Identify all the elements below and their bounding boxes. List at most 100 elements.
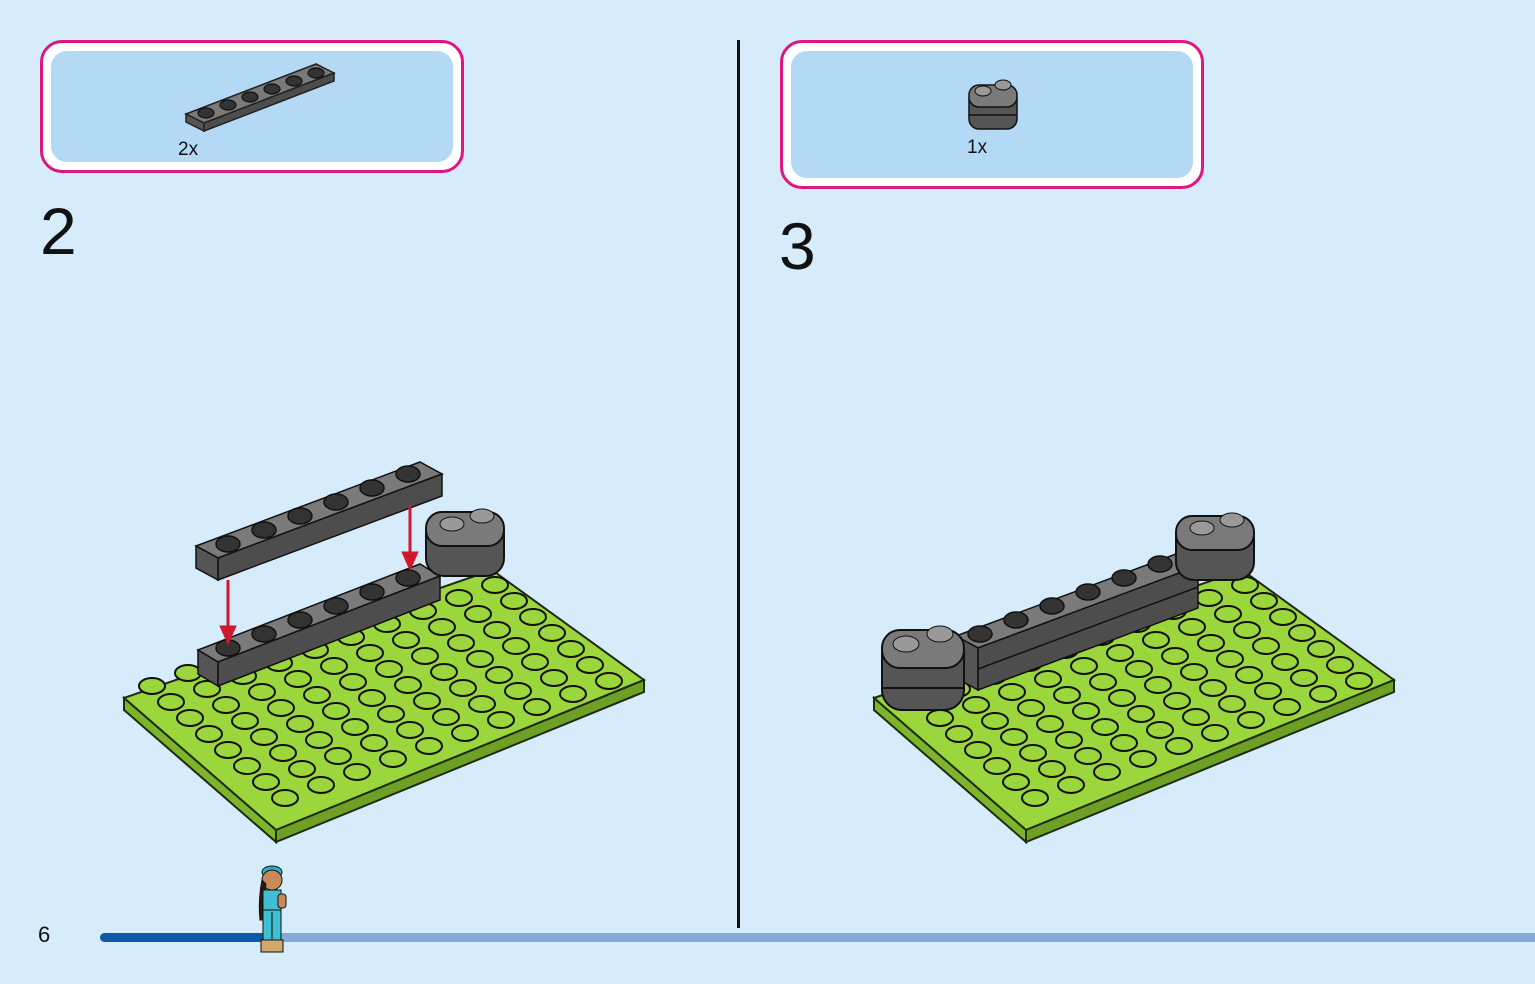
baseplate-stud: [595, 672, 623, 690]
baseplate-stud: [430, 663, 458, 681]
baseplate-stud: [481, 576, 509, 594]
bracket-piece-left: [881, 625, 965, 711]
baseplate-stud: [1072, 702, 1100, 720]
baseplate-stud: [305, 731, 333, 749]
baseplate-stud: [1108, 689, 1136, 707]
baseplate-stud: [445, 589, 473, 607]
baseplate-stud: [1057, 776, 1085, 794]
minifigure-character-icon: [258, 865, 287, 953]
baseplate-stud: [322, 702, 350, 720]
baseplate-stud: [1110, 734, 1138, 752]
baseplate-stud: [248, 683, 276, 701]
baseplate-stud: [1017, 699, 1045, 717]
baseplate-stud: [1250, 592, 1278, 610]
baseplate-stud: [487, 711, 515, 729]
baseplate-stud: [519, 608, 547, 626]
baseplate-stud: [174, 664, 202, 682]
floating-plate: [194, 461, 444, 582]
parts-callout-inner: 1x: [791, 51, 1193, 178]
baseplate-stud: [288, 760, 316, 778]
baseplate-stud: [1201, 724, 1229, 742]
baseplate-stud: [447, 634, 475, 652]
baseplate-stud: [538, 624, 566, 642]
baseplate-stud: [176, 709, 204, 727]
parts-callout-step-3: 1x: [780, 40, 1204, 189]
baseplate-stud: [1091, 718, 1119, 736]
baseplate-stud: [1002, 773, 1030, 791]
baseplate-stud: [466, 650, 494, 668]
step-number: 2: [40, 194, 77, 268]
bracket-piece: [425, 508, 505, 577]
baseplate-stud: [214, 741, 242, 759]
baseplate-stud: [432, 708, 460, 726]
baseplate-stud: [320, 657, 348, 675]
baseplate-stud: [981, 712, 1009, 730]
baseplate-stud: [252, 773, 280, 791]
baseplate-stud: [1178, 618, 1206, 636]
baseplate-stud: [303, 686, 331, 704]
baseplate-stud: [1142, 631, 1170, 649]
baseplate-stud: [212, 696, 240, 714]
baseplate-stud: [1182, 708, 1210, 726]
baseplate-stud: [324, 747, 352, 765]
baseplate-stud: [983, 757, 1011, 775]
bracket-piece-right: [1175, 512, 1255, 581]
baseplate-stud: [1161, 647, 1189, 665]
baseplate-stud: [1038, 760, 1066, 778]
baseplate-stud: [1165, 737, 1193, 755]
baseplate-stud: [1235, 666, 1263, 684]
baseplate-stud: [1218, 695, 1246, 713]
parts-callout-inner: 2x: [51, 51, 453, 162]
baseplate-stud: [1036, 715, 1064, 733]
baseplate-stud: [1269, 608, 1297, 626]
baseplate-stud: [576, 656, 604, 674]
baseplate-stud: [360, 734, 388, 752]
baseplate-stud: [1326, 656, 1354, 674]
baseplate-stud: [1195, 589, 1223, 607]
step-number: 3: [779, 209, 816, 283]
baseplate-stud: [396, 721, 424, 739]
baseplate-stud: [464, 605, 492, 623]
part-quantity: 1x: [967, 137, 988, 158]
baseplate-stud: [1106, 644, 1134, 662]
baseplate-stud: [269, 744, 297, 762]
baseplate-stud: [138, 677, 166, 695]
baseplate-stud: [1307, 640, 1335, 658]
baseplate-stud: [415, 737, 443, 755]
baseplate-stud: [1070, 657, 1098, 675]
baseplate-stud: [962, 696, 990, 714]
progress-bar: [100, 933, 1535, 942]
baseplate-stud: [1163, 692, 1191, 710]
baseplate-stud: [521, 653, 549, 671]
baseplate-stud: [451, 724, 479, 742]
step-2-build-illustration: [122, 461, 647, 845]
baseplate-stud: [411, 647, 439, 665]
baseplate-stud: [271, 789, 299, 807]
baseplate-stud: [157, 693, 185, 711]
baseplate-stud: [1089, 673, 1117, 691]
baseplate-stud: [284, 670, 312, 688]
baseplate-stud: [964, 741, 992, 759]
placed-plate: [196, 563, 442, 688]
baseplate-stud: [1074, 747, 1102, 765]
baseplate-stud: [502, 637, 530, 655]
baseplate-stud: [1144, 676, 1172, 694]
baseplate-stud: [1000, 728, 1028, 746]
page-number: 6: [38, 922, 51, 947]
baseplate-stud: [413, 692, 441, 710]
baseplate-stud: [233, 757, 261, 775]
baseplate-stud: [1019, 744, 1047, 762]
baseplate-stud: [945, 725, 973, 743]
plate-1x6-part-image: [184, 63, 336, 133]
baseplate-stud: [392, 631, 420, 649]
baseplate-stud: [468, 695, 496, 713]
baseplate-stud: [1252, 637, 1280, 655]
baseplate-stud: [1146, 721, 1174, 739]
baseplate-stud: [926, 709, 954, 727]
parts-callout-step-2: 2x: [40, 40, 464, 173]
baseplate-stud: [485, 666, 513, 684]
baseplate-stud: [1254, 682, 1282, 700]
baseplate-stud: [1180, 663, 1208, 681]
baseplate-stud: [267, 699, 295, 717]
baseplate-stud: [341, 718, 369, 736]
